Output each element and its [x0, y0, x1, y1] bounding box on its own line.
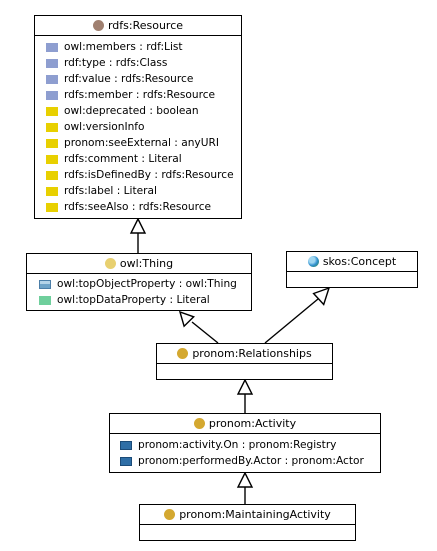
class-icon [92, 20, 104, 31]
attribute-list: pronom:activity.On : pronom:Registry pro… [110, 434, 380, 469]
attribute-list: owl:topObjectProperty : owl:Thing owl:to… [27, 274, 251, 308]
class-header: pronom:Relationships [157, 344, 332, 364]
attribute-row[interactable]: owl:topObjectProperty : owl:Thing [39, 276, 251, 292]
attribute-row[interactable]: owl:topDataProperty : Literal [39, 292, 251, 308]
data-property-icon [39, 295, 51, 305]
annotation-icon [46, 154, 58, 164]
class-icon [193, 418, 205, 429]
globe-icon [307, 256, 319, 267]
attribute-row[interactable]: owl:members : rdf:List [46, 39, 241, 55]
attribute-row[interactable]: rdf:value : rdfs:Resource [46, 71, 241, 87]
property-icon [46, 74, 58, 84]
attribute-row[interactable]: rdfs:member : rdfs:Resource [46, 87, 241, 103]
attribute-row[interactable]: rdfs:comment : Literal [46, 151, 241, 167]
arrowhead-relationships [236, 378, 254, 395]
edge-relationships-thing [191, 321, 219, 344]
class-name: pronom:Relationships [192, 347, 312, 360]
class-icon [104, 258, 116, 269]
property-icon [46, 90, 58, 100]
annotation-icon [46, 186, 58, 196]
object-property-icon [39, 279, 51, 289]
arrowhead-concept [312, 286, 331, 306]
annotation-icon [46, 138, 58, 148]
class-header: rdfs:Resource [35, 16, 241, 36]
attribute-row[interactable]: owl:versionInfo [46, 119, 241, 135]
arrowhead-activity [236, 471, 254, 488]
arrowhead-resource [129, 217, 147, 234]
class-name: owl:Thing [119, 257, 174, 270]
attribute-list: owl:members : rdf:List rdf:type : rdfs:C… [35, 36, 241, 215]
attribute-row[interactable]: pronom:seeExternal : anyURI [46, 135, 241, 151]
attribute-row[interactable]: rdfs:label : Literal [46, 183, 241, 199]
class-rdfs-resource[interactable]: rdfs:Resource owl:members : rdf:List rdf… [34, 15, 242, 219]
attribute-row[interactable]: pronom:activity.On : pronom:Registry [120, 437, 380, 453]
annotation-icon [46, 170, 58, 180]
class-name: pronom:MaintainingActivity [179, 508, 331, 521]
class-name: pronom:Activity [208, 417, 297, 430]
attribute-row[interactable]: pronom:performedBy.Actor : pronom:Actor [120, 453, 380, 469]
attribute-row[interactable]: rdfs:isDefinedBy : rdfs:Resource [46, 167, 241, 183]
class-header: skos:Concept [287, 252, 417, 272]
class-pronom-relationships[interactable]: pronom:Relationships [156, 343, 333, 380]
property-icon [46, 58, 58, 68]
edge-relationships-concept [264, 298, 319, 344]
class-icon [164, 509, 176, 520]
class-name: rdfs:Resource [107, 19, 184, 32]
class-header: pronom:Activity [110, 414, 380, 434]
relation-icon [120, 456, 132, 466]
relation-icon [120, 440, 132, 450]
property-icon [46, 42, 58, 52]
class-header: owl:Thing [27, 254, 251, 274]
class-pronom-maintainingactivity[interactable]: pronom:MaintainingActivity [139, 504, 356, 541]
attribute-row[interactable]: rdfs:seeAlso : rdfs:Resource [46, 199, 241, 215]
class-header: pronom:MaintainingActivity [140, 505, 355, 525]
arrowhead-thing [178, 310, 195, 328]
class-icon [177, 348, 189, 359]
annotation-icon [46, 106, 58, 116]
class-skos-concept[interactable]: skos:Concept [286, 251, 418, 288]
attribute-row[interactable]: rdf:type : rdfs:Class [46, 55, 241, 71]
annotation-icon [46, 202, 58, 212]
annotation-icon [46, 122, 58, 132]
class-pronom-activity[interactable]: pronom:Activity pronom:activity.On : pro… [109, 413, 381, 473]
class-name: skos:Concept [322, 255, 397, 268]
class-owl-thing[interactable]: owl:Thing owl:topObjectProperty : owl:Th… [26, 253, 252, 311]
attribute-row[interactable]: owl:deprecated : boolean [46, 103, 241, 119]
